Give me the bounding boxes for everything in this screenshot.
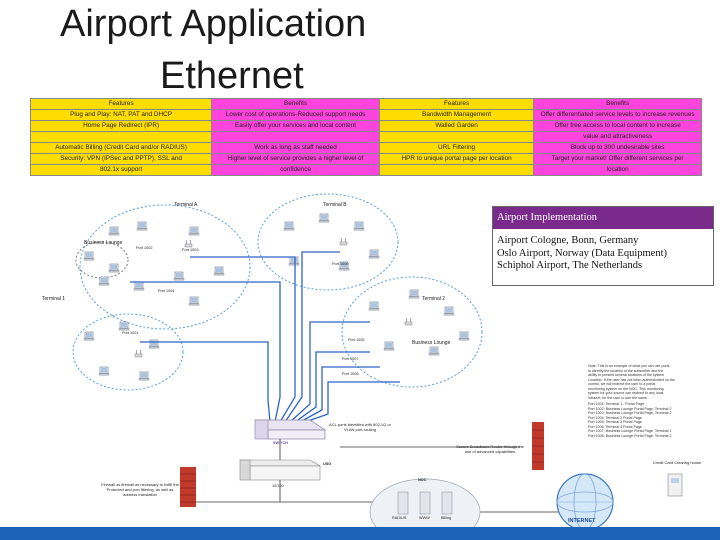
mapping-line: Port 1004: Terminal 2 Portal Page (588, 415, 642, 420)
port-label: Port 1002 (136, 246, 153, 250)
ten-label: 10/100 (272, 484, 284, 488)
table-cell: Block up to 300 undesirable sites (533, 142, 702, 154)
zone-label-business-lounge: Business Lounge (84, 240, 123, 246)
table-cell: 802.1x support (29, 164, 213, 176)
header-cell-benefits-2: Benefits (533, 98, 702, 110)
port-label: Port 1008 (342, 372, 359, 376)
table-cell: Automatic Billing (Credit Card and/or RA… (29, 142, 213, 154)
left-margin (0, 182, 38, 527)
table-cell: Plug and Play: NAT, PAT and DHCP (29, 109, 213, 121)
header-cell-benefits: Benefits (211, 98, 380, 110)
note-line: monitoring system on the NOC. This monit… (588, 386, 664, 391)
zone-label-terminal-b: Terminal B (323, 202, 347, 208)
table-header-row: Features Benefits Features Benefits (29, 98, 702, 110)
acl-caption: ACL ports identified with 802.1Q or VLAN… (329, 422, 391, 432)
mapping-line: Port 1007: Business Lounge Portal Page, … (588, 429, 672, 433)
implementation-header: Airport Implementation (493, 207, 713, 229)
note-line: Note: This is an example of what you can… (588, 364, 670, 368)
zone-label-business-lounge-2: Business Lounge (412, 340, 451, 346)
noc-server-www: WWW (419, 516, 430, 520)
port-label: Port 1003 (182, 248, 199, 252)
table-cell: value and attractiveness (533, 131, 702, 143)
table-cell: Lower cost of operations-Reduced support… (211, 109, 380, 121)
table-cell: confidence (211, 164, 380, 176)
table-cell: Offer differentiated service levels to i… (533, 109, 702, 121)
port-label: Port 1007 (342, 357, 359, 361)
port-mapping-notes: Note: This is an example of what you can… (588, 364, 702, 458)
internet-label: INTERNET (568, 518, 596, 524)
list-item: Schiphol Airport, The Netherlands (497, 260, 643, 271)
note-line: ability to present several locations of … (588, 373, 665, 377)
port-label: Port 1005 (348, 338, 365, 342)
network-diagram: Terminal A Terminal B Business Lounge Te… (40, 182, 720, 527)
switch-label: SWITCH (273, 441, 288, 445)
mapping-line: Port 1002: Business Lounge Portal Page, … (588, 406, 672, 411)
table-cell: HPR to unique portal page per location (378, 153, 535, 165)
zone-label-terminal-2: Terminal 2 (422, 296, 446, 302)
implementation-box: Airport Implementation Airport Cologne, … (492, 206, 714, 286)
header-cell-features-2: Features (378, 98, 535, 110)
table-cell (29, 131, 213, 143)
note-line: Location. If the user has not been authe… (588, 377, 675, 382)
features-table: Features Benefits Features Benefits Plug… (29, 98, 702, 176)
table-cell: Higher level of service provides a highe… (211, 153, 380, 165)
table-cell (378, 164, 535, 176)
table-cell: Bandwidth Management (378, 109, 535, 121)
table-cell: Target your market! Offer different serv… (533, 153, 702, 165)
port-label: Port 1001 (122, 331, 139, 335)
table-cell (211, 131, 380, 143)
airport-list: Airport Cologne, Bonn, Germany Oslo Airp… (493, 229, 713, 273)
table-cell: Offer free access to local content to in… (533, 120, 702, 132)
table-cell: location (533, 164, 702, 176)
table-cell: Easily offer your services and local con… (211, 120, 380, 132)
note-line: system for your source can redirect to a… (588, 391, 664, 395)
zone-label-terminal-a: Terminal A (174, 202, 198, 208)
table-cell: Work as long as staff needed (211, 142, 380, 154)
table-cell: Walled Garden (378, 120, 535, 132)
zone-label-terminal-1: Terminal 1 (42, 296, 66, 302)
noc-label: NOC (418, 478, 427, 482)
table-cell (378, 131, 535, 143)
table-row: value and attractiveness (29, 131, 702, 143)
table-cell: URL Filtering (378, 142, 535, 154)
firewall-caption: Firewall as firewall as necessary to ful… (101, 482, 179, 497)
gateway-caption: Secure Broadband Router through the use … (456, 444, 524, 454)
usg-label: USG (323, 462, 332, 466)
port-label: Port 1004 (158, 289, 175, 293)
noc-server-radius: RADIUS (392, 516, 407, 520)
table-row: Home Page Redirect (IPR) Easily offer yo… (29, 120, 702, 132)
table-cell: Home Page Redirect (IPR) (29, 120, 213, 132)
mapping-line: Port 1008: Business Lounge Portal Page, … (588, 433, 672, 438)
mapping-line: Port 1005: Terminal 3 Portal Page (588, 420, 642, 424)
mapping-line: Port 1006: Terminal 4 Portal Page (588, 424, 642, 429)
port-label: Port 1006 (332, 262, 349, 266)
list-item: Oslo Airport, Norway (Data Equipment) (497, 247, 668, 259)
network-diagram-graphic (72, 193, 683, 527)
bottom-bar (0, 527, 720, 540)
table-row: Automatic Billing (Credit Card and/or RA… (29, 142, 702, 154)
credit-card-label: Credit Card Clearing house (652, 460, 702, 465)
note-line: to identify the location of the subscrib… (588, 368, 664, 373)
table-row: 802.1x support confidence location (29, 164, 702, 176)
title-line-1: Airport Application (60, 3, 367, 45)
table-row: Security: VPN (IPSec and PPTP), SSL and … (29, 153, 702, 165)
note-line: control, we will redirect the user to a … (588, 382, 656, 386)
title-line-2: Ethernet (160, 55, 304, 97)
table-row: Plug and Play: NAT, PAT and DHCP Lower c… (29, 109, 702, 121)
list-item: Airport Cologne, Bonn, Germany (497, 235, 639, 246)
mapping-line: Port 1003: Business Lounge Portal Page, … (588, 411, 672, 415)
table-cell: Security: VPN (IPSec and PPTP), SSL and (29, 153, 213, 165)
noc-server-billing: Billing (441, 516, 452, 520)
mapping-line: Port 1001: Terminal 1 - Portal Page (588, 402, 645, 406)
note-line: Intranet, for the user to see the same. (588, 395, 648, 400)
header-cell-features: Features (29, 98, 213, 110)
